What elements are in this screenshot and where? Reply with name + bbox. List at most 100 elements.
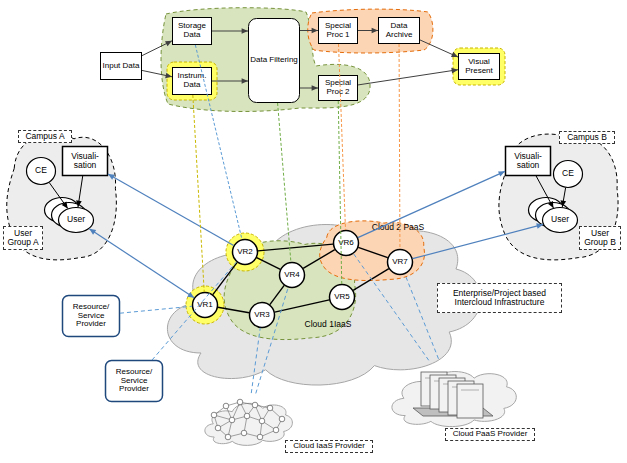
node-label: VR7 [389, 249, 411, 275]
box-outline [506, 147, 551, 176]
connector-line [49, 183, 67, 209]
node-label: User Group B [579, 226, 621, 250]
vr-node: VR6 [333, 230, 359, 256]
campus-area: Campus AUser Group AVisuali- sationCEUse… [5, 128, 120, 263]
process-box: Special Proc 2 [318, 75, 358, 101]
connector-line [353, 254, 428, 361]
connector-line [275, 300, 330, 312]
connector [212, 28, 248, 34]
connector-line [562, 188, 565, 207]
connector [142, 41, 172, 56]
connector [152, 262, 236, 360]
node-label: VR4 [281, 262, 303, 288]
connector [399, 44, 401, 249]
connector [353, 254, 428, 361]
connector [358, 171, 505, 237]
connector-line [358, 70, 458, 85]
connector [275, 300, 330, 312]
node-label: Instrum. Data [174, 67, 210, 95]
node-label: Data Archive [380, 17, 418, 44]
connector [120, 306, 192, 313]
circle-outline [388, 250, 413, 275]
vr-node: VR4 [279, 262, 305, 288]
circle-outline [280, 263, 305, 288]
connector [278, 103, 291, 262]
vr-node: VR5 [329, 284, 355, 310]
circle-outline [543, 208, 578, 233]
network-node [225, 434, 231, 440]
connector-line [142, 41, 172, 56]
circle-outline [330, 285, 355, 310]
workflow-region [161, 8, 370, 112]
highlight-ring [167, 62, 217, 100]
arrow-head [548, 201, 554, 208]
circle-outline [59, 208, 94, 233]
arrow-head [561, 200, 567, 207]
box-outline [101, 53, 142, 80]
user-circle: User [542, 207, 578, 233]
connector-line [358, 247, 387, 257]
highlight-ring [186, 286, 224, 324]
network-node [252, 402, 258, 408]
connector [413, 223, 544, 258]
node-label: Resource/ Service Provider [64, 295, 118, 337]
network-node [211, 412, 217, 418]
node-label: Cloud PaaS Provider [445, 428, 535, 441]
network-node [244, 413, 250, 419]
arrow-head [165, 41, 172, 46]
node-label: User [60, 207, 92, 233]
circle-outline [233, 240, 258, 265]
connector [338, 101, 342, 284]
circle-outline [27, 158, 56, 185]
node-label: Visual Present [460, 53, 498, 80]
connector [358, 68, 458, 85]
box-outline [319, 76, 358, 101]
connector-line [303, 250, 335, 269]
node-label: Enterprise/Project based Intercloud Infr… [437, 283, 562, 313]
box-outline [173, 68, 212, 95]
node-label: Campus A [18, 130, 72, 143]
iaas-provider: Cloud IaaS Provider [200, 393, 295, 448]
connector [339, 44, 346, 230]
connector-line [78, 176, 83, 207]
arrow-head [498, 171, 505, 176]
node-label: CE [555, 160, 581, 188]
process-box: Input Data [100, 52, 142, 80]
arrow-head [242, 78, 248, 84]
process-box: Data Archive [378, 17, 420, 44]
arrow-head [451, 68, 458, 74]
connector-line [108, 174, 234, 245]
connector [212, 78, 248, 84]
arrow-head [187, 292, 194, 298]
vr-node: VR3 [249, 302, 275, 328]
connector-line [300, 30, 318, 31]
connector [405, 274, 439, 359]
network-node [257, 434, 263, 440]
node-label: Cloud 1IaaS [298, 318, 358, 331]
process-box: Storage Data [172, 17, 212, 45]
node-label: Storage Data [174, 17, 210, 45]
network-node [237, 399, 243, 405]
connector-line [358, 30, 378, 31]
arrow-head [62, 202, 68, 209]
connector-line [399, 44, 401, 249]
vr-node: VR7 [387, 249, 413, 275]
connector [536, 176, 553, 208]
box-outline [173, 18, 212, 45]
arrow-head [536, 223, 543, 229]
node-label: User [544, 207, 576, 233]
ce-circle: CE [553, 160, 583, 188]
arrow-head [89, 229, 96, 235]
visualisation-box: Visuali- sation [62, 146, 108, 176]
provider-box: Resource/ Service Provider [62, 295, 120, 337]
node-label: Campus B [559, 131, 615, 144]
connector [300, 85, 318, 91]
box-outline [379, 18, 420, 44]
connector [213, 262, 237, 294]
highlight-ring [226, 233, 264, 271]
connector [89, 229, 194, 298]
node-label: Visuali- sation [64, 146, 106, 176]
network-node [215, 425, 221, 431]
cloud-outline [205, 403, 293, 445]
